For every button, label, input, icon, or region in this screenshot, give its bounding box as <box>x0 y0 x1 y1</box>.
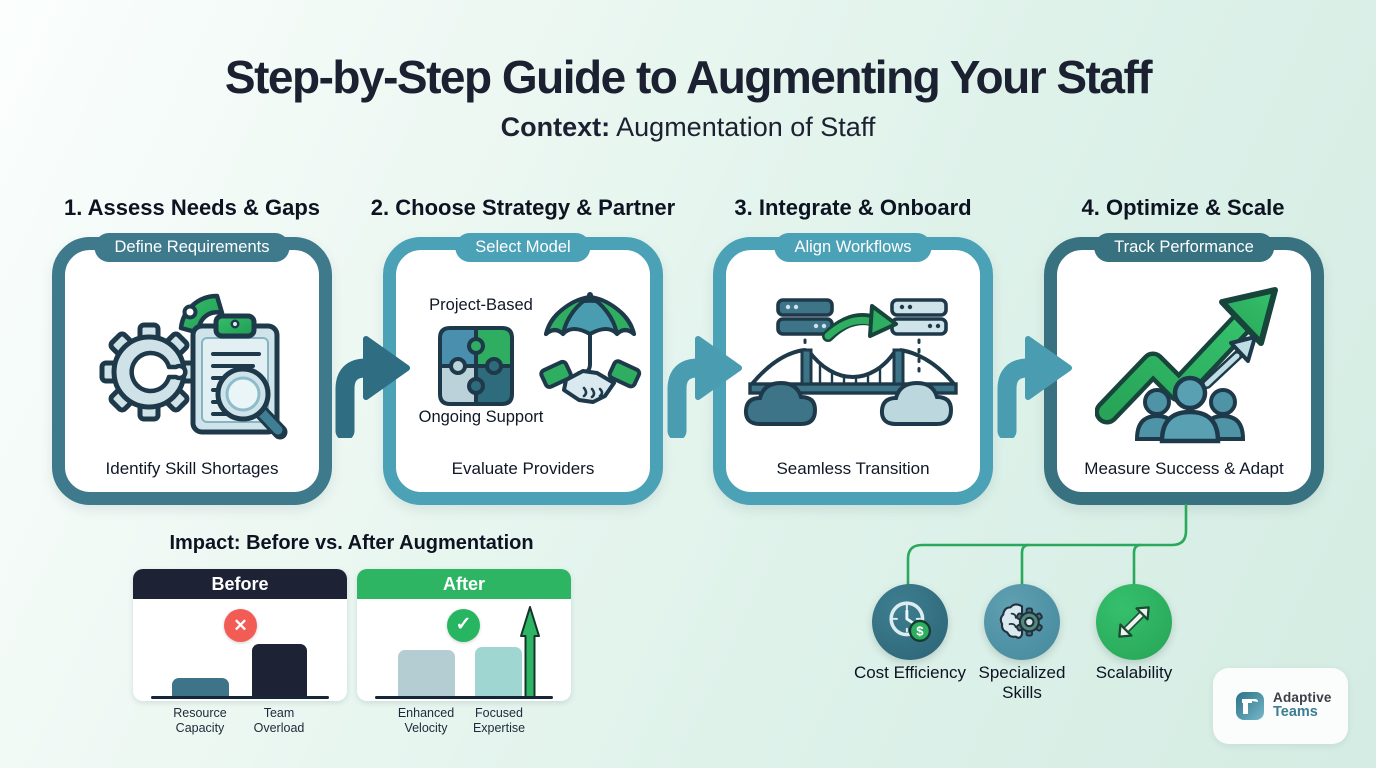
context-text: Augmentation of Staff <box>610 112 876 142</box>
check-circle-icon: ✓ <box>447 609 480 642</box>
before-baseline <box>151 696 329 699</box>
before-card: Before ✕ <box>133 569 347 701</box>
bar-enhanced-velocity <box>398 650 455 697</box>
step-1-card: Define Requirements <box>52 233 332 505</box>
step-3-card: Align Workflows <box>713 233 993 505</box>
flow-arrow-3-icon <box>997 336 1072 438</box>
bar-focused-expertise <box>475 647 522 697</box>
svg-text:$: $ <box>916 623 924 638</box>
step-3-badge: Align Workflows <box>774 233 932 262</box>
step-4-card: Track Performance M <box>1044 233 1324 505</box>
expand-arrows-icon <box>1118 606 1150 638</box>
clock-dollar-icon: $ <box>889 601 932 642</box>
impact-heading: Impact: Before vs. After Augmentation <box>169 532 534 554</box>
gear-clipboard-magnifier-icon <box>99 293 288 440</box>
brand-name-line2: Teams <box>1273 704 1318 721</box>
brand-logo-text: Adaptive Teams <box>1273 690 1332 721</box>
after-header: After <box>357 569 571 599</box>
flow-arrow-2-icon <box>667 336 742 438</box>
puzzle-icon <box>438 326 514 406</box>
up-arrow-icon <box>520 606 540 698</box>
flow-arrow-1-icon <box>335 336 410 438</box>
before-header: Before <box>133 569 347 599</box>
after-baseline <box>375 696 553 699</box>
scalability-node <box>1096 584 1172 660</box>
x-circle-icon: ✕ <box>224 609 257 642</box>
cost-efficiency-label: Cost Efficiency <box>853 663 967 682</box>
step-1-caption: Identify Skill Shortages <box>105 459 279 478</box>
bar-label-enhanced-velocity: Enhanced Velocity <box>397 706 455 736</box>
scalability-label: Scalability <box>1095 663 1173 682</box>
step-3-heading: 3. Integrate & Onboard <box>734 195 972 220</box>
specialized-skills-label: Specialized Skills <box>978 663 1066 703</box>
bar-label-focused-expertise: Focused Expertise <box>472 706 526 736</box>
step-2-caption: Evaluate Providers <box>451 459 595 478</box>
umbrella-handshake-icon <box>539 292 642 404</box>
growth-arrow-team-icon <box>1095 287 1278 444</box>
bar-label-team-overload: Team Overload <box>253 706 305 736</box>
bridge-clouds-servers-icon <box>743 298 958 426</box>
after-card: After ✓ <box>357 569 571 701</box>
brain-gear-icon <box>999 603 1043 639</box>
step-2-card: Select Model Project-Based Ongoing Suppo… <box>383 233 663 505</box>
step-2-badge: Select Model <box>455 233 591 262</box>
step-2-heading: 2. Choose Strategy & Partner <box>370 195 676 220</box>
project-based-label: Project-Based <box>429 296 533 314</box>
bar-resource-capacity <box>172 678 229 697</box>
step-1-badge: Define Requirements <box>94 233 290 262</box>
step-4-badge: Track Performance <box>1094 233 1274 262</box>
bar-team-overload <box>252 644 307 697</box>
step-3-caption: Seamless Transition <box>776 459 930 478</box>
context-subtitle: Context: Augmentation of Staff <box>0 112 1376 143</box>
context-label: Context: <box>500 112 611 142</box>
brand-logo-card: Adaptive Teams <box>1213 668 1348 744</box>
step-4-heading: 4. Optimize & Scale <box>1081 195 1285 220</box>
cost-efficiency-node: $ <box>872 584 948 660</box>
step-1-heading: 1. Assess Needs & Gaps <box>64 195 320 220</box>
step-4-caption: Measure Success & Adapt <box>1084 459 1284 478</box>
bar-label-resource-capacity: Resource Capacity <box>173 706 227 736</box>
brand-name-line1: Adaptive <box>1273 690 1332 706</box>
adaptive-teams-logo-icon <box>1236 692 1264 720</box>
ongoing-support-label: Ongoing Support <box>418 408 544 426</box>
specialized-skills-node <box>984 584 1060 660</box>
page-title: Step-by-Step Guide to Augmenting Your St… <box>224 51 1153 103</box>
